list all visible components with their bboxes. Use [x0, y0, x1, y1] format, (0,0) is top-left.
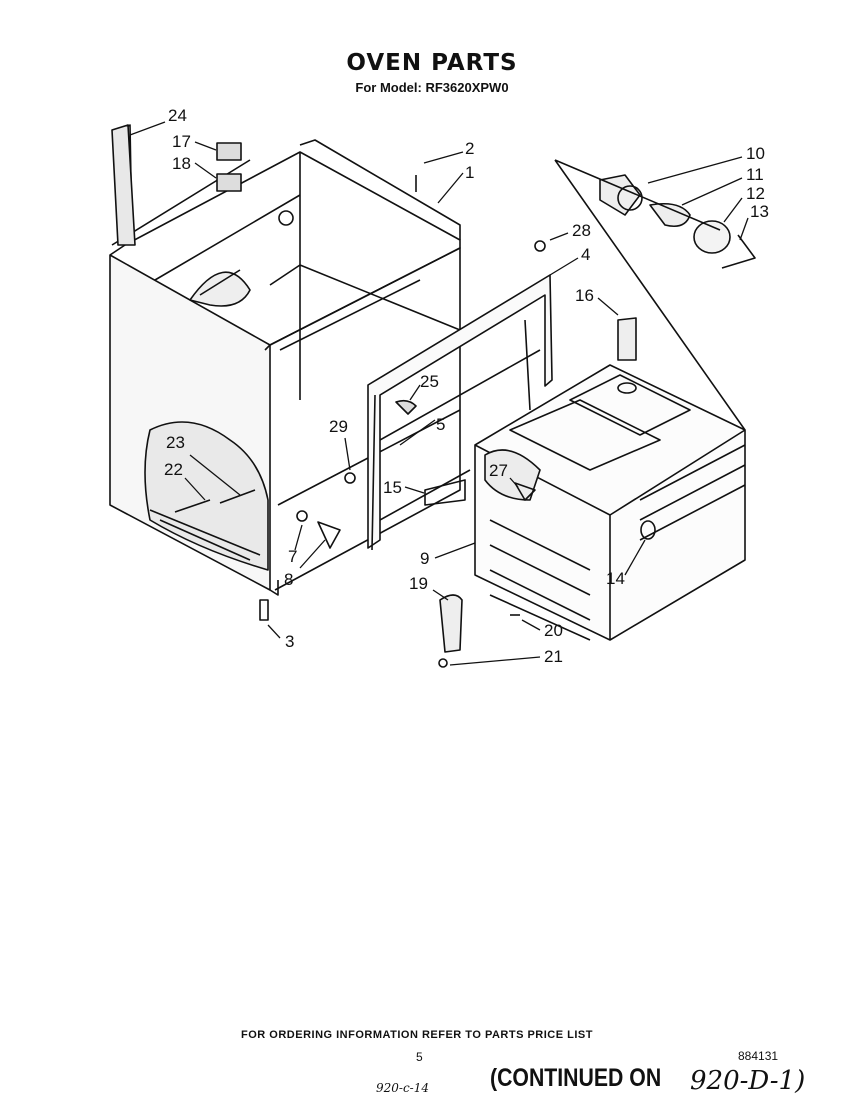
callout-label: 29: [329, 417, 348, 436]
callout-label: 28: [572, 221, 591, 240]
callout-label: 11: [746, 165, 764, 184]
callout-label: 19: [409, 574, 428, 593]
callout-label: 24: [168, 106, 187, 125]
callout-label: 17: [172, 132, 191, 151]
callout-label: 23: [166, 433, 185, 452]
callout-label: 5: [436, 415, 445, 434]
page-title: OVEN PARTS: [346, 50, 518, 76]
callout-label: 22: [164, 460, 183, 479]
callout-label: 7: [288, 547, 297, 566]
callout-label: 10: [746, 144, 765, 163]
callout-label: 16: [575, 286, 594, 305]
ordering-info-note: FOR ORDERING INFORMATION REFER TO PARTS …: [241, 1029, 593, 1041]
callout-label: 1: [465, 163, 474, 182]
oven-liner: [474, 364, 746, 641]
page-number: 5: [416, 1050, 423, 1064]
callout-label: 21: [544, 647, 563, 666]
front-frame: [367, 274, 553, 551]
callout-label: 3: [285, 632, 294, 651]
callout-label: 4: [581, 245, 590, 264]
callout-label: 9: [420, 549, 429, 568]
continued-on-label: (CONTINUED ON: [490, 1064, 662, 1092]
callout-label: 25: [420, 372, 439, 391]
callout-label: 2: [465, 139, 474, 158]
callout-label: 8: [284, 570, 293, 589]
callout-label: 18: [172, 154, 191, 173]
document-number: 884131: [738, 1049, 779, 1063]
callout-label: 14: [606, 569, 625, 588]
callout-label: 27: [489, 461, 508, 480]
callout-label: 20: [544, 621, 563, 640]
small-parts: [111, 124, 637, 668]
part-callout-labels: 24 17 18 2 1 10 11 12 13 28 4 16 25 29 5…: [164, 106, 769, 666]
leader-lines: [129, 121, 749, 666]
light-assembly: [554, 159, 756, 431]
callout-label: 15: [383, 478, 402, 497]
handwritten-reference: 920-c-14: [376, 1081, 430, 1095]
callout-label: 12: [746, 184, 765, 203]
model-subtitle: For Model: RF3620XPW0: [355, 80, 509, 95]
callout-label: 13: [750, 202, 769, 221]
cabinet-shell: [109, 124, 461, 596]
continued-on-reference: 920-D-1): [690, 1066, 806, 1096]
